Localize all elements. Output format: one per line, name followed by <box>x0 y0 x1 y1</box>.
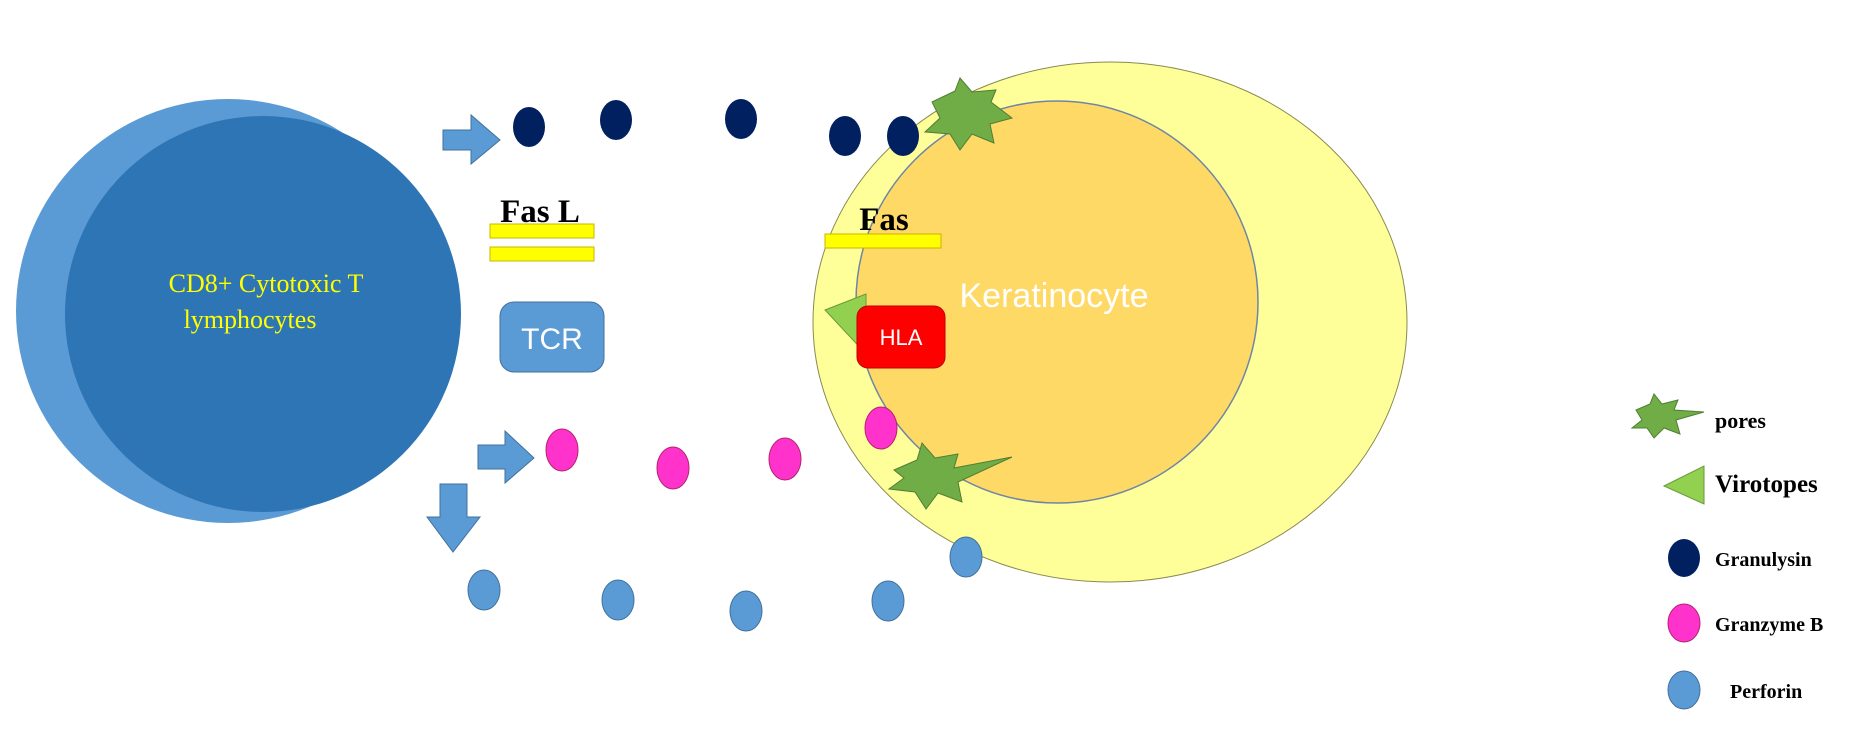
hla-label: HLA <box>880 325 923 350</box>
granzyme-b-particles <box>545 406 898 490</box>
legend-label-granzyme-b: Granzyme B <box>1715 614 1823 636</box>
arrow-down-icon <box>426 483 482 553</box>
legend-item-pores: pores <box>1630 393 1766 439</box>
perforin-particles <box>467 536 983 632</box>
fas-l: Fas L <box>489 194 595 262</box>
perforin-icon <box>1667 670 1701 710</box>
tcr-receptor <box>499 301 605 373</box>
arrow-right-icon <box>442 113 501 166</box>
pore-icon <box>1630 393 1705 439</box>
fas-l-bar <box>489 246 595 262</box>
keratinocyte: Keratinocyte <box>812 61 1408 583</box>
granzyme-b-particle <box>864 406 898 450</box>
legend-label-pores: pores <box>1715 408 1766 433</box>
legend-item-granulysin: Granulysin <box>1668 539 1812 577</box>
tcr-label: TCR <box>521 323 583 356</box>
granzyme-b-icon <box>1667 603 1701 643</box>
perforin-particle <box>467 569 501 611</box>
pore-icon <box>887 441 1013 510</box>
legend: pores Virotopes Granulysin Granzyme B Pe… <box>1630 393 1823 710</box>
granulysin-particle <box>829 116 861 156</box>
legend-item-virotopes: Virotopes <box>1662 465 1818 505</box>
pores <box>887 77 1014 510</box>
perforin-particle <box>601 579 635 621</box>
fas: Fas <box>824 202 942 249</box>
granulysin-particle <box>887 116 919 156</box>
legend-label-granulysin: Granulysin <box>1715 549 1812 571</box>
t-cell-label-line1: CD8+ Cytotoxic T <box>169 269 364 298</box>
tcr: TCR <box>499 301 605 373</box>
fas-l-bar <box>489 223 595 239</box>
legend-item-perforin: Perforin <box>1667 670 1802 710</box>
fas-label: Fas <box>859 202 909 238</box>
perforin-particle <box>871 580 905 622</box>
granulysin-particle <box>725 99 757 139</box>
keratinocyte-label: Keratinocyte <box>960 277 1149 315</box>
t-cell: CD8+ Cytotoxic T lymphocytes <box>16 99 461 523</box>
release-arrows <box>426 113 535 553</box>
hla-molecule <box>856 305 946 369</box>
granzyme-b-particle <box>545 428 579 472</box>
hla: HLA <box>824 293 946 369</box>
fas-bar <box>824 233 942 249</box>
arrow-right-icon <box>477 429 535 485</box>
t-cell-label-line2: lymphocytes <box>184 305 317 334</box>
granulysin-icon <box>1668 539 1700 577</box>
legend-item-granzyme-b: Granzyme B <box>1667 603 1823 643</box>
pore-icon <box>923 77 1014 151</box>
perforin-particle <box>729 590 763 632</box>
t-cell-nucleus <box>65 116 461 512</box>
granulysin-particle <box>600 100 632 140</box>
granzyme-b-particle <box>656 446 690 490</box>
granulysin-particle <box>513 107 545 147</box>
legend-label-perforin: Perforin <box>1730 681 1802 703</box>
granzyme-b-particle <box>768 437 802 481</box>
virotope-icon <box>1662 465 1705 505</box>
granulysin-particles <box>513 99 919 156</box>
perforin-particle <box>949 536 983 578</box>
legend-label-virotopes: Virotopes <box>1715 471 1818 498</box>
